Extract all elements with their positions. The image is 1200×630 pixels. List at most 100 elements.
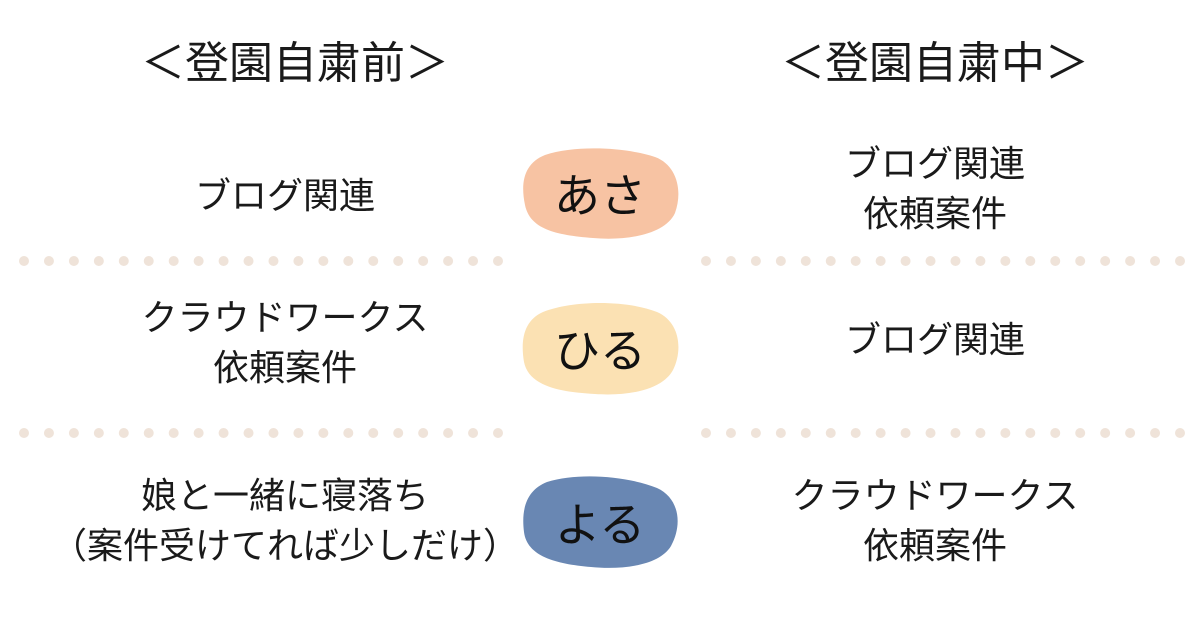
divider-dot [168, 428, 179, 438]
divider-dot [143, 256, 154, 266]
divider-dot [775, 256, 786, 266]
morning-before-line: ブログ関連 [194, 176, 375, 217]
divider-dot [1100, 256, 1111, 266]
morning-before-cell: ブログ関連 [30, 172, 540, 222]
divider-dot [850, 428, 861, 438]
morning-badge: あさ [515, 143, 685, 243]
morning-during-line-2: 依頼案件 [862, 194, 1007, 235]
divider-dot [19, 428, 29, 438]
divider-dot [1100, 428, 1111, 438]
divider-dot [701, 428, 711, 438]
divider-dot [875, 256, 886, 266]
divider-dot [900, 428, 911, 438]
divider-dot [1000, 428, 1011, 438]
divider-left-1 [18, 255, 504, 267]
divider-dot [1025, 428, 1036, 438]
divider-dot [493, 428, 503, 438]
noon-before-line-2: 依頼案件 [212, 348, 357, 389]
divider-dot [443, 428, 454, 438]
divider-dot [68, 256, 79, 266]
night-blob-shape [523, 476, 678, 568]
divider-dot [1000, 256, 1011, 266]
noon-label: ひる [554, 324, 646, 378]
divider-dot [725, 256, 736, 266]
night-badge: よる [515, 472, 685, 572]
morning-during-cell: ブログ関連 依頼案件 [680, 140, 1190, 240]
divider-dot [1075, 256, 1086, 266]
night-during-line-1: クラウドワークス [791, 476, 1079, 517]
divider-dot [193, 428, 204, 438]
divider-dot [975, 428, 986, 438]
divider-dot [750, 256, 761, 266]
divider-right-1 [700, 255, 1186, 267]
divider-dot [850, 256, 861, 266]
divider-dot [218, 428, 229, 438]
divider-dot [1125, 428, 1136, 438]
divider-dot [368, 256, 379, 266]
divider-dot [68, 428, 79, 438]
divider-dot [168, 256, 179, 266]
noon-blob-shape [522, 303, 679, 395]
header-during: ＜登園自粛中＞ [781, 38, 1089, 89]
divider-dot [925, 256, 936, 266]
divider-dot [243, 256, 254, 266]
divider-left-2 [18, 427, 504, 439]
divider-dot [93, 428, 104, 438]
divider-dot [93, 256, 104, 266]
divider-dot [750, 428, 761, 438]
divider-dot [343, 428, 354, 438]
divider-dot [268, 428, 279, 438]
divider-dot [950, 428, 961, 438]
morning-label: あさ [554, 169, 646, 223]
divider-dot [193, 256, 204, 266]
divider-dot [800, 428, 811, 438]
divider-dot [1175, 256, 1185, 266]
divider-dot [1175, 428, 1185, 438]
divider-dot [293, 256, 304, 266]
night-before-cell: 娘と一緒に寝落ち （案件受けてれば少しだけ） [30, 472, 540, 572]
divider-dot [825, 256, 836, 266]
noon-badge: ひる [515, 298, 685, 398]
night-during-cell: クラウドワークス 依頼案件 [680, 472, 1190, 572]
divider-dot [293, 428, 304, 438]
divider-dot [243, 428, 254, 438]
morning-blob-shape [523, 148, 679, 239]
divider-dot [1125, 256, 1136, 266]
divider-dot [318, 428, 329, 438]
divider-dot [1150, 428, 1161, 438]
divider-dot [218, 256, 229, 266]
divider-dot [318, 256, 329, 266]
divider-dot [900, 256, 911, 266]
divider-dot [1050, 428, 1061, 438]
divider-dot [143, 428, 154, 438]
divider-dot [118, 428, 129, 438]
divider-dot [975, 256, 986, 266]
divider-dot [43, 256, 54, 266]
divider-dot [825, 428, 836, 438]
divider-dot [725, 428, 736, 438]
divider-dot [443, 256, 454, 266]
night-before-line-2: （案件受けてれば少しだけ） [50, 526, 519, 567]
divider-dot [1025, 256, 1036, 266]
divider-dot [19, 256, 29, 266]
header-before: ＜登園自粛前＞ [141, 38, 449, 89]
divider-dot [468, 428, 479, 438]
divider-dot [393, 428, 404, 438]
noon-before-cell: クラウドワークス 依頼案件 [30, 294, 540, 394]
divider-dot [43, 428, 54, 438]
night-label: よる [554, 498, 646, 552]
divider-dot [1075, 428, 1086, 438]
divider-dot [118, 256, 129, 266]
divider-dot [368, 428, 379, 438]
divider-dot [950, 256, 961, 266]
divider-dot [418, 256, 429, 266]
divider-dot [800, 256, 811, 266]
night-during-line-2: 依頼案件 [862, 526, 1007, 567]
noon-before-line-1: クラウドワークス [141, 298, 429, 339]
divider-dot [493, 256, 503, 266]
divider-right-2 [700, 427, 1186, 439]
divider-dot [701, 256, 711, 266]
divider-dot [343, 256, 354, 266]
morning-during-line-1: ブログ関連 [844, 144, 1025, 185]
divider-dot [1150, 256, 1161, 266]
